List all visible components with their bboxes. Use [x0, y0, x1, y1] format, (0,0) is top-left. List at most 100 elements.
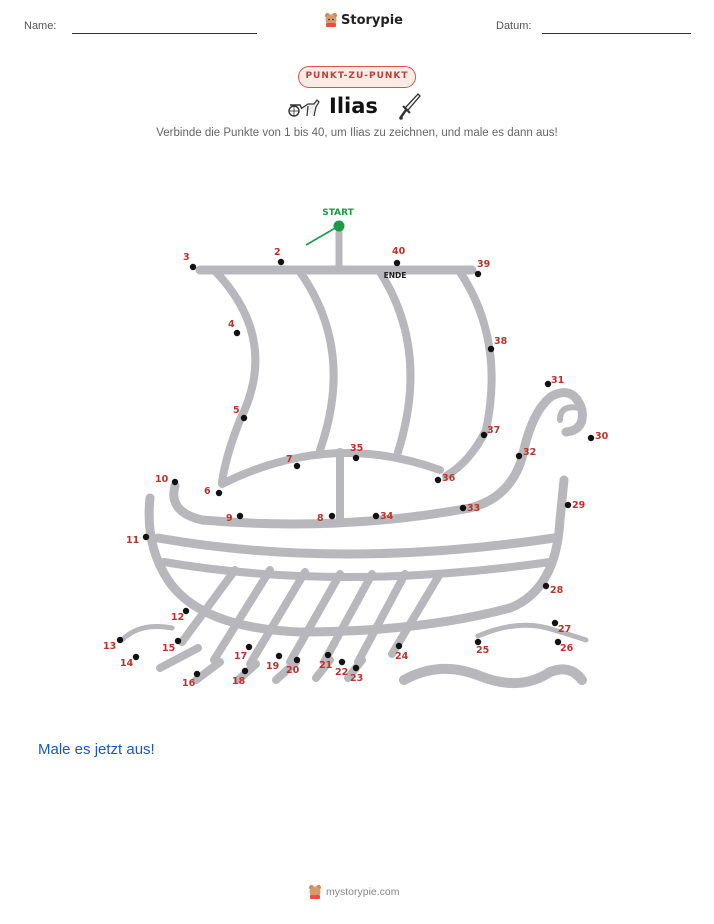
- dot-label-19: 19: [266, 661, 279, 672]
- dot-label-7: 7: [286, 454, 293, 465]
- dot-32[interactable]: [515, 452, 523, 460]
- dot-label-21: 21: [319, 660, 332, 671]
- activity-badge: PUNKT-ZU-PUNKT: [298, 66, 416, 88]
- color-it-prompt: Male es jetzt aus!: [38, 741, 155, 758]
- dot-label-15: 15: [162, 643, 175, 654]
- sail-right-edge: [442, 268, 496, 480]
- dot-label-5: 5: [233, 405, 240, 416]
- dot-9[interactable]: [236, 512, 244, 520]
- start-arrow: [305, 226, 338, 246]
- dot-8[interactable]: [328, 512, 336, 520]
- start-dot[interactable]: [333, 220, 345, 232]
- dot-28[interactable]: [542, 582, 550, 590]
- dot-18[interactable]: [241, 667, 249, 675]
- dot-7[interactable]: [293, 462, 301, 470]
- dot-label-24: 24: [395, 651, 409, 662]
- dot-37[interactable]: [480, 431, 488, 439]
- dot-14[interactable]: [132, 653, 140, 661]
- dot-20[interactable]: [293, 656, 301, 664]
- bear-logo-icon: [325, 13, 337, 27]
- dot-25[interactable]: [474, 638, 482, 646]
- dot-22[interactable]: [338, 658, 346, 666]
- wave-left: [119, 624, 175, 643]
- date-line[interactable]: [542, 33, 691, 34]
- dot-label-23: 23: [350, 673, 363, 684]
- dot-5[interactable]: [240, 414, 248, 422]
- dots-layer: 1234567891011121314151617181920212223242…: [103, 246, 609, 689]
- sail-stripe-1: [296, 268, 338, 454]
- dot-label-38: 38: [494, 336, 508, 347]
- bear-logo-icon: [309, 885, 321, 899]
- dot-label-31: 31: [551, 375, 564, 386]
- brand: Storypie: [324, 12, 403, 28]
- page-title: Ilias: [329, 94, 378, 118]
- dot-12[interactable]: [182, 607, 190, 615]
- chariot-icon: [288, 99, 320, 117]
- name-label: Name:: [24, 20, 57, 32]
- dot-label-26: 26: [560, 643, 574, 654]
- dot-10[interactable]: [171, 478, 179, 486]
- dot-label-32: 32: [523, 447, 536, 458]
- sail-stripe-2: [376, 268, 415, 456]
- dot-36[interactable]: [434, 476, 442, 484]
- dot-27[interactable]: [551, 619, 559, 627]
- dot-label-25: 25: [476, 645, 489, 656]
- dot-label-37: 37: [487, 425, 500, 436]
- dot-label-34: 34: [380, 511, 394, 522]
- dot-15[interactable]: [174, 637, 182, 645]
- hull-band-2: [160, 558, 554, 581]
- dot-4[interactable]: [233, 329, 241, 337]
- footer-url: mystorypie.com: [326, 886, 400, 898]
- dot-16[interactable]: [193, 670, 201, 678]
- dot-label-6: 6: [204, 486, 211, 497]
- dot-34[interactable]: [372, 512, 380, 520]
- dot-38[interactable]: [487, 345, 495, 353]
- dot-label-20: 20: [286, 665, 300, 676]
- dot-13[interactable]: [116, 636, 124, 644]
- sword-icon: [399, 93, 421, 120]
- dot-35[interactable]: [352, 454, 360, 462]
- dot-label-27: 27: [558, 624, 571, 635]
- name-line[interactable]: [72, 33, 257, 34]
- prow-curl: [557, 404, 583, 423]
- dot-24[interactable]: [395, 642, 403, 650]
- dot-label-29: 29: [572, 500, 585, 511]
- dot-label-16: 16: [182, 678, 196, 689]
- dot-label-14: 14: [120, 658, 134, 669]
- dot-11[interactable]: [142, 533, 150, 541]
- brand-name: Storypie: [341, 12, 403, 28]
- dot-40[interactable]: [393, 259, 401, 267]
- dot-label-13: 13: [103, 641, 116, 652]
- dot-30[interactable]: [587, 434, 595, 442]
- dot-label-30: 30: [595, 431, 609, 442]
- dot-23[interactable]: [352, 664, 360, 672]
- dot-label-4: 4: [228, 319, 235, 330]
- dot-label-8: 8: [317, 513, 324, 524]
- dot-21[interactable]: [324, 651, 332, 659]
- instructions: Verbinde die Punkte von 1 bis 40, um Ili…: [156, 127, 558, 139]
- dot-33[interactable]: [459, 504, 467, 512]
- dot-label-40: 40: [392, 246, 406, 257]
- dot-label-11: 11: [126, 535, 139, 546]
- dot-label-18: 18: [232, 676, 246, 687]
- dot-17[interactable]: [245, 643, 253, 651]
- hull-band-1: [153, 533, 559, 559]
- dot-31[interactable]: [544, 380, 552, 388]
- dot-6[interactable]: [215, 489, 223, 497]
- dot-19[interactable]: [275, 652, 283, 660]
- oar-5: [312, 570, 376, 682]
- dot-label-22: 22: [335, 667, 348, 678]
- oar-2: [192, 566, 274, 684]
- oar-1: [156, 566, 239, 672]
- dot-3[interactable]: [189, 263, 197, 271]
- wave-bottom: [399, 663, 587, 689]
- dot-39[interactable]: [474, 270, 482, 278]
- dot-label-10: 10: [155, 474, 169, 485]
- dot-26[interactable]: [554, 638, 562, 646]
- end-label: ENDE: [384, 271, 407, 280]
- dot-29[interactable]: [564, 501, 572, 509]
- dot-2[interactable]: [277, 258, 285, 266]
- dot-label-3: 3: [183, 252, 190, 263]
- sail-left-edge: [212, 268, 260, 486]
